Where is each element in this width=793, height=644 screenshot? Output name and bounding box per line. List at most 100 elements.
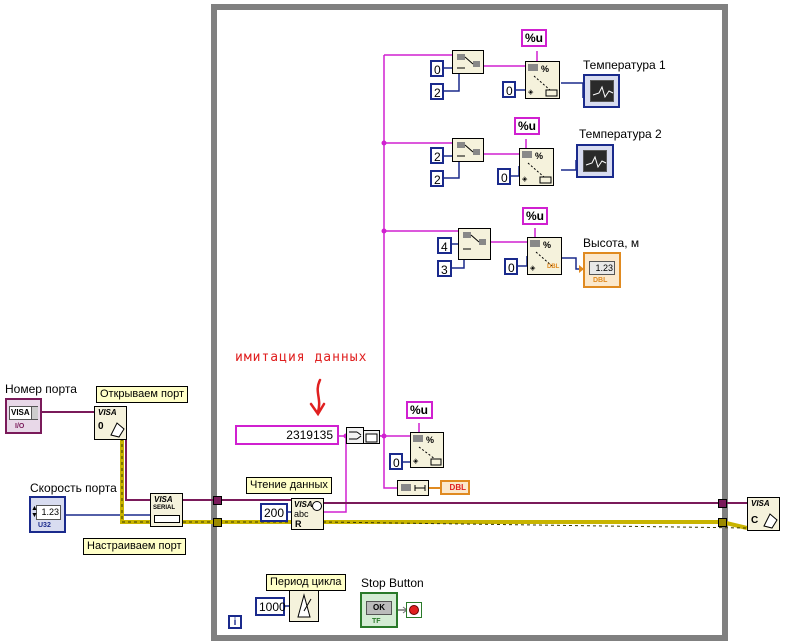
stop-button-terminal[interactable]: OK TF bbox=[360, 592, 398, 628]
visa-close-node[interactable]: VISA C bbox=[747, 497, 780, 531]
serial-text: SERIAL bbox=[153, 505, 176, 511]
baud-rate-control[interactable]: 1.23 ▲▼ U32 bbox=[29, 496, 66, 533]
r-text: R bbox=[295, 519, 302, 529]
svg-text:%: % bbox=[541, 64, 549, 74]
string-wires bbox=[322, 51, 538, 513]
wait-ms-constant[interactable]: 1000 bbox=[255, 597, 286, 616]
branch2-format-constant[interactable]: %u bbox=[514, 117, 540, 135]
string-to-array-node[interactable] bbox=[363, 430, 380, 444]
loop-condition-terminal bbox=[406, 602, 422, 618]
svg-text:◈: ◈ bbox=[522, 176, 528, 183]
string-subset-icon bbox=[457, 142, 480, 157]
branch2-default-constant[interactable]: 0 bbox=[497, 168, 511, 185]
bytes-to-read-constant[interactable]: 200 bbox=[260, 503, 288, 522]
read-data-tag: Чтение данных bbox=[246, 477, 332, 494]
height-label: Высота, м bbox=[583, 236, 640, 250]
timer-icon bbox=[312, 501, 322, 511]
simulated-data-string-constant[interactable]: 2319135 bbox=[235, 425, 339, 445]
branch1-scan-from-string-node[interactable]: %◈ bbox=[525, 61, 560, 99]
branch4-default-constant[interactable]: 0 bbox=[389, 453, 403, 470]
branch3-default-constant[interactable]: 0 bbox=[504, 258, 518, 275]
svg-text:%: % bbox=[535, 151, 543, 161]
dbl-output-indicator[interactable]: DBL bbox=[440, 480, 470, 495]
visa-configure-serial-node[interactable]: VISA SERIAL bbox=[150, 493, 183, 527]
configure-port-tag: Настраиваем порт bbox=[83, 538, 186, 555]
branch1-length-constant[interactable]: 2 bbox=[430, 83, 444, 100]
wire-junctions bbox=[343, 140, 387, 439]
branch4-format-constant[interactable]: %u bbox=[406, 401, 433, 419]
scan-from-string-icon: %◈ bbox=[413, 435, 442, 466]
metronome-icon bbox=[297, 593, 312, 618]
scan-from-string-icon: %◈ bbox=[530, 240, 553, 272]
wait-ms-node[interactable] bbox=[289, 590, 319, 622]
height-numeric-indicator[interactable]: 1.23 DBL bbox=[583, 252, 621, 288]
svg-text:◈: ◈ bbox=[528, 89, 534, 96]
svg-text:%: % bbox=[543, 240, 551, 250]
string-convert-icon bbox=[365, 433, 378, 443]
temperature2-label: Температура 2 bbox=[579, 127, 662, 141]
svg-text:◈: ◈ bbox=[530, 265, 536, 272]
branch2-offset-constant[interactable]: 2 bbox=[430, 147, 444, 164]
serial-port-icon bbox=[154, 515, 180, 523]
u32-badge: U32 bbox=[38, 522, 51, 529]
stop-sign-icon bbox=[409, 605, 419, 615]
open-hand-icon bbox=[110, 422, 125, 438]
branch4-scan-from-string-node[interactable]: %◈ bbox=[410, 432, 444, 468]
waveform-chart-icon bbox=[583, 150, 607, 172]
branch3-format-constant[interactable]: %u bbox=[522, 207, 548, 225]
branch3-scan-from-string-node[interactable]: %◈ DBL bbox=[527, 237, 562, 275]
branch3-string-subset-node[interactable] bbox=[458, 228, 491, 260]
branch1-offset-constant[interactable]: 0 bbox=[430, 60, 444, 77]
io-badge: I/O bbox=[15, 423, 25, 430]
waveform-chart-icon bbox=[590, 80, 614, 102]
port-number-label: Номер порта bbox=[5, 382, 77, 396]
close-hand-icon bbox=[763, 513, 778, 529]
increment-decrement-icon: ▲▼ bbox=[31, 505, 38, 519]
abc-text: abc bbox=[294, 509, 309, 519]
branch3-offset-constant[interactable]: 4 bbox=[437, 237, 452, 254]
error-tunnel-right bbox=[718, 518, 727, 527]
string-subset-icon bbox=[457, 54, 480, 69]
iteration-terminal: i bbox=[228, 615, 242, 629]
branch1-default-constant[interactable]: 0 bbox=[502, 81, 516, 98]
error-tunnel-left bbox=[213, 518, 222, 527]
loop-period-tag: Период цикла bbox=[266, 574, 346, 591]
temperature2-chart-indicator[interactable] bbox=[576, 144, 614, 178]
branch1-format-constant[interactable]: %u bbox=[521, 29, 547, 47]
height-value-text: 1.23 bbox=[589, 261, 615, 275]
branch1-string-subset-node[interactable] bbox=[452, 50, 484, 74]
string-length-icon bbox=[401, 484, 426, 491]
dbl-output-text: DBL bbox=[547, 264, 560, 270]
visa-wires bbox=[41, 411, 747, 504]
branch2-scan-from-string-node[interactable]: %◈ bbox=[519, 148, 554, 186]
visa-control-text: VISA bbox=[9, 406, 38, 420]
stop-button-label: Stop Button bbox=[361, 576, 424, 590]
branch3-length-constant[interactable]: 3 bbox=[437, 260, 452, 277]
while-loop-frame bbox=[211, 4, 728, 641]
temperature1-chart-indicator[interactable] bbox=[583, 74, 620, 108]
baud-rate-value: 1.23 bbox=[36, 505, 61, 520]
branch2-length-constant[interactable]: 2 bbox=[430, 170, 444, 187]
scan-from-string-icon: %◈ bbox=[528, 64, 558, 97]
visa-tunnel-left bbox=[213, 496, 222, 505]
string-subset-icon bbox=[463, 232, 486, 250]
temperature1-label: Температура 1 bbox=[583, 58, 666, 72]
select-icon bbox=[349, 431, 362, 440]
select-node[interactable] bbox=[346, 427, 364, 444]
branch2-string-subset-node[interactable] bbox=[452, 138, 484, 162]
visa-open-node[interactable]: VISA 0 bbox=[94, 406, 127, 440]
port-speed-label: Скорость порта bbox=[30, 481, 117, 495]
svg-text:%: % bbox=[426, 435, 434, 445]
visa-resource-control[interactable]: VISA I/O bbox=[5, 398, 42, 434]
svg-text:◈: ◈ bbox=[413, 458, 419, 465]
scan-from-string-icon: %◈ bbox=[522, 151, 552, 184]
visa-read-node[interactable]: VISA abc R bbox=[291, 498, 324, 530]
ok-button-face: OK bbox=[366, 601, 392, 615]
indicator-arrow-icon bbox=[579, 265, 584, 273]
open-icon: 0 bbox=[98, 421, 104, 432]
string-length-node[interactable] bbox=[397, 480, 429, 496]
error-wires-stripe bbox=[121, 432, 748, 529]
annotation-arrow bbox=[309, 378, 326, 417]
visa-tunnel-right bbox=[718, 499, 727, 508]
